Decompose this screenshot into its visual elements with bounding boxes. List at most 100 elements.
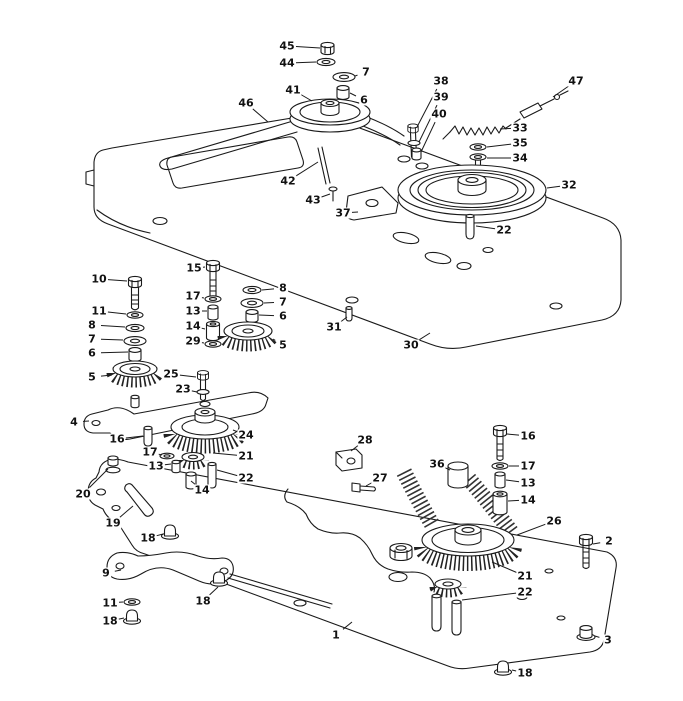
part-number-label: 17 <box>519 459 537 473</box>
peg-31 <box>345 306 353 322</box>
hub-21-middle <box>177 451 209 470</box>
part-number-label: 19 <box>104 516 122 530</box>
part-number-label: 43 <box>304 193 322 207</box>
part-number-label: 6 <box>359 93 369 107</box>
part-number-label: 18 <box>101 614 119 628</box>
part-number-label: 18 <box>139 531 157 545</box>
bolt-25 <box>196 370 210 402</box>
part-number-label: 46 <box>237 96 255 110</box>
part-number-label: 32 <box>560 178 578 192</box>
part-number-label: 23 <box>174 382 192 396</box>
part-number-label: 28 <box>356 433 374 447</box>
washer-7-left <box>123 336 147 346</box>
pin-19 <box>124 483 154 517</box>
part-number-label: 4 <box>69 415 79 429</box>
plate-1 <box>87 458 617 670</box>
washer-23 <box>196 389 210 395</box>
part-number-label: 11 <box>101 596 119 610</box>
bolt-16-right <box>492 424 508 462</box>
washer-17-middle <box>159 452 175 460</box>
washer-8-left <box>125 323 145 333</box>
pulley-26 <box>414 523 522 571</box>
nut-20 <box>105 455 121 474</box>
part-number-label: 47 <box>567 74 585 88</box>
part-number-label: 39 <box>432 90 450 104</box>
part-number-label: 22 <box>516 585 534 599</box>
part-number-label: 34 <box>511 151 529 165</box>
part-number-label: 8 <box>278 281 288 295</box>
pulley-5-right <box>217 321 279 352</box>
part-number-label: 5 <box>278 338 288 352</box>
spacer-6-top <box>336 85 350 100</box>
part-number-label: 9 <box>101 566 111 580</box>
washer-17-right <box>491 462 509 470</box>
bolts-22-bottom <box>431 593 462 636</box>
part-number-label: 17 <box>141 445 159 459</box>
part-number-label: 31 <box>325 320 343 334</box>
part-number-label: 7 <box>87 332 97 346</box>
bolt-10 <box>127 275 143 311</box>
part-number-label: 10 <box>90 272 108 286</box>
part-number-label: 40 <box>430 107 448 121</box>
washer-44 <box>316 57 336 67</box>
part-number-label: 15 <box>185 261 203 275</box>
part-number-label: 11 <box>90 304 108 318</box>
part-number-label: 7 <box>278 295 288 309</box>
part-number-label: 18 <box>516 666 534 680</box>
part-number-label: 42 <box>279 174 297 188</box>
part-number-label: 20 <box>74 487 92 501</box>
belt-36 <box>396 468 519 538</box>
part-number-label: 45 <box>278 39 296 53</box>
spacer-13-middle <box>171 459 181 474</box>
part-number-label: 8 <box>87 318 97 332</box>
part-number-label: 13 <box>147 459 165 473</box>
bolt-27 <box>351 482 377 493</box>
part-number-label: 7 <box>361 65 371 79</box>
deck-30 <box>85 114 622 350</box>
idler-bracket-37 <box>317 146 399 221</box>
part-number-label: 18 <box>194 594 212 608</box>
part-number-label: 3 <box>603 633 613 647</box>
washer-7-top <box>332 72 356 82</box>
part-number-label: 25 <box>162 367 180 381</box>
part-number-label: 16 <box>108 432 126 446</box>
spacer-6-left <box>128 347 142 362</box>
part-number-label: 14 <box>184 319 202 333</box>
part-number-label: 21 <box>237 449 255 463</box>
nut-45 <box>320 41 335 56</box>
part-number-label: 41 <box>284 83 302 97</box>
pulley-5-left <box>106 360 164 388</box>
part-number-label: 1 <box>331 628 341 642</box>
part-number-label: 14 <box>193 483 211 497</box>
part-number-label: 22 <box>495 223 513 237</box>
washer-8-right <box>242 285 262 295</box>
sleeve-14-right <box>492 490 508 516</box>
pulley-32 <box>397 164 547 224</box>
part-number-label: 26 <box>545 514 563 528</box>
bolt-38-stack <box>407 123 422 161</box>
spacer-13-right <box>494 471 506 489</box>
belt-46 <box>159 116 405 171</box>
pulley-24 <box>163 407 247 454</box>
part-number-label: 38 <box>432 74 450 88</box>
part-number-label: 6 <box>278 309 288 323</box>
part-number-label: 27 <box>371 471 389 485</box>
hub-21-bottom <box>429 578 467 598</box>
washer-17-center <box>204 295 222 303</box>
spacer-6-right <box>245 309 259 323</box>
part-number-label: 14 <box>519 493 537 507</box>
part-number-label: 35 <box>511 136 529 150</box>
part-number-label: 5 <box>87 370 97 384</box>
bracket-28 <box>335 448 363 472</box>
cap-18-c <box>122 609 142 625</box>
part-number-label: 44 <box>278 56 296 70</box>
part-number-label: 24 <box>237 428 255 442</box>
spacer-13-center <box>207 304 219 321</box>
washer-11 <box>126 311 144 319</box>
part-number-label: 36 <box>428 457 446 471</box>
washer-7-right <box>240 298 264 308</box>
bolt-15 <box>205 259 221 299</box>
part-number-label: 21 <box>516 569 534 583</box>
